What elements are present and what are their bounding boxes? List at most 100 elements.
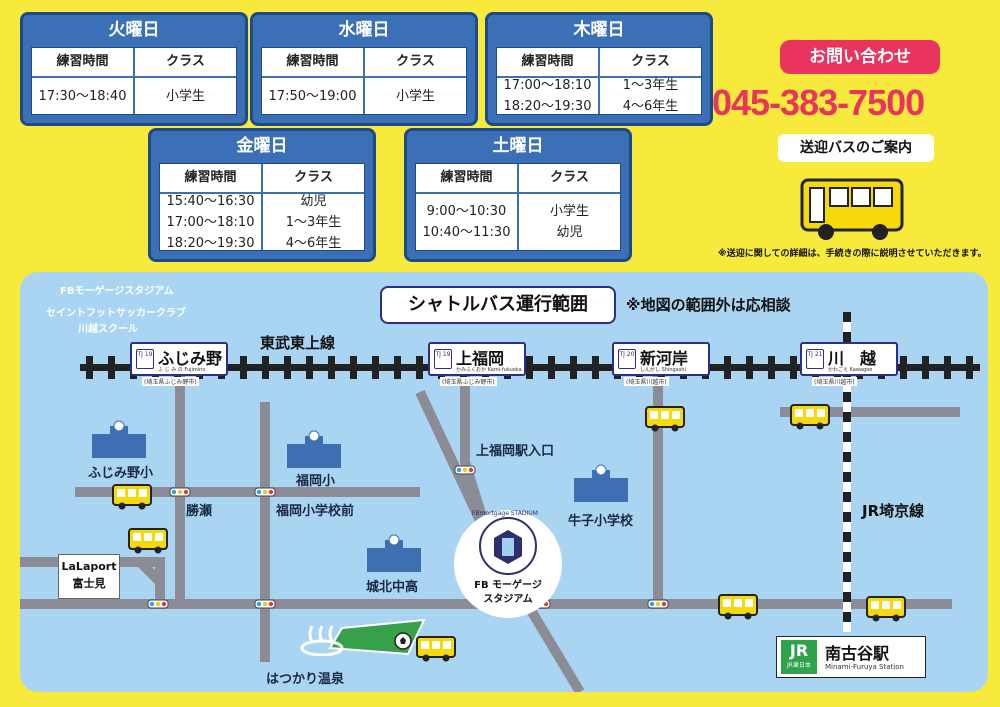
jr-logo-sub: JR東日本	[787, 662, 811, 669]
fukuoka-elem-label: 福岡小	[296, 474, 336, 489]
header-time: 練習時間	[416, 164, 519, 192]
bus-icon	[790, 404, 830, 430]
schedule-wednesday: 水曜日 練習時間 クラス 17:50～19:00 小学生	[250, 12, 478, 126]
johoku-label: 城北中高	[366, 580, 419, 595]
tobu-line-label: 東武東上線	[260, 334, 336, 352]
school-icon	[367, 534, 421, 572]
class-cell: 4～6年生	[285, 235, 342, 251]
time-cell: 18:20～19:30	[166, 235, 255, 251]
day-title: 金曜日	[236, 136, 288, 156]
schedule-friday: 金曜日 練習時間 クラス 15:40～16:30 17:00～18:10 18:20～…	[148, 128, 376, 262]
traffic-lights	[147, 465, 669, 609]
time-cell: 15:40～16:30	[166, 193, 255, 209]
map-roads	[20, 312, 980, 692]
bus-icon	[112, 484, 152, 510]
day-title: 木曜日	[573, 20, 625, 40]
hatsukari-label: はつかり温泉	[266, 672, 345, 687]
station-code: TJ 21	[806, 349, 824, 369]
time-cell: 17:50～19:00	[268, 88, 357, 104]
kamifukuoka-entrance-label: 上福岡駅入口	[476, 444, 555, 459]
station-place: (埼玉県ふじみ野市)	[440, 377, 497, 386]
station-kawagoe: TJ 21 川 越 かわごえ Kawagoe (埼玉県川越市)	[800, 342, 898, 386]
bus-icon	[416, 636, 456, 662]
station-reading: かわごえ Kawagoe	[828, 367, 873, 373]
station-code: TJ 19	[434, 349, 452, 369]
jr-logo-text: JR	[789, 641, 809, 660]
bus-guide-label: 送迎バスのご案内	[778, 134, 934, 162]
phone-number: 045-383-7500	[712, 82, 925, 123]
header-class: クラス	[550, 170, 589, 185]
lalaport-line2: 富士見	[72, 577, 106, 590]
station-place: (埼玉県川越市)	[812, 377, 857, 386]
lalaport-line1: LaLaport	[61, 560, 117, 573]
stadium-bubble: FBmortgage STADIUM FB モーゲージ スタジアム	[454, 510, 562, 618]
minamifuruya-en: Minami-Furuya Station	[825, 663, 904, 671]
org-line-3: 川越スクール	[78, 324, 138, 335]
schedule-saturday: 土曜日 練習時間 クラス 9:00～10:30 10:40～11:30 小学生幼児	[404, 128, 632, 262]
stadium-label-1: FB モーゲージ	[474, 580, 542, 591]
stadium-ring-text: FBmortgage STADIUM	[472, 510, 538, 517]
station-kamifukuoka: TJ 19 上福岡 かみふくおか Kami-fukuoka (埼玉県ふじみ野市)	[428, 342, 526, 386]
station-fujimino: TJ 19 ふじみ野 ふ じ み の Fujimino (埼玉県ふじみ野市)	[130, 342, 228, 386]
jr-line-label: JR埼京線	[862, 502, 925, 520]
station-code: TJ 19	[136, 349, 154, 369]
katsuse-label: 勝瀬	[186, 504, 213, 519]
soccer-ball-icon	[394, 632, 412, 650]
station-name: ふじみ野	[158, 349, 223, 368]
schedule-table: 練習時間 クラス 9:00～10:30 10:40～11:30 小学生幼児	[415, 163, 621, 251]
time-cell: 17:00～18:10	[166, 214, 255, 230]
header-time: 練習時間	[262, 48, 365, 76]
schedule-table: 練習時間 クラス 17:50～19:00 小学生	[261, 47, 467, 115]
org-line-1: FBモーゲージスタジアム	[60, 286, 174, 297]
class-cell: 1～3年生	[622, 78, 679, 93]
header-class: クラス	[631, 54, 670, 69]
jr-logo: JR JR東日本	[781, 640, 817, 674]
station-place: (埼玉県川越市)	[624, 377, 669, 386]
class-cell: 小学生	[549, 204, 589, 219]
day-title: 火曜日	[108, 20, 160, 40]
schedule-tuesday: 火曜日 練習時間クラス 17:30～18:40 小学生	[20, 12, 248, 126]
time-cell: 17:30～18:40	[38, 88, 127, 104]
station-minamifuruya: JR JR東日本 南古谷駅 Minami-Furuya Station	[776, 636, 926, 678]
day-title: 水曜日	[338, 20, 390, 40]
station-shingashi: TJ 20 新河岸 しんがし Shingashi (埼玉県川越市)	[612, 342, 710, 386]
time-cell: 10:40～11:30	[422, 225, 511, 240]
time-cell: 17:00～18:10	[503, 78, 592, 93]
header-time: 練習時間	[160, 164, 263, 192]
header-time: 練習時間	[32, 48, 135, 76]
schedule-table: 練習時間 クラス 15:40～16:30 17:00～18:10 18:20～19:3…	[159, 163, 365, 251]
header-class: クラス	[166, 54, 205, 69]
stadium-logo-icon	[479, 517, 537, 575]
school-icon	[287, 430, 341, 468]
station-reading: ふ じ み の Fujimino	[158, 367, 206, 373]
hot-spring-icon	[300, 625, 344, 656]
header-time: 練習時間	[497, 48, 600, 76]
time-cell: 18:20～19:30	[503, 99, 592, 114]
contact-badge: お問い合わせ	[780, 40, 940, 74]
class-cell: 1～3年生	[285, 214, 342, 230]
range-note: ※地図の範囲外は応相談	[626, 296, 791, 314]
bus-icon	[128, 528, 168, 554]
org-line-2: セイントフットサッカークラブ	[46, 308, 186, 319]
header-class: クラス	[396, 54, 435, 69]
stadium-label-2: スタジアム	[483, 594, 533, 605]
station-place: (埼玉県ふじみ野市)	[142, 377, 199, 386]
ushiko-elem-label: 牛子小学校	[568, 514, 634, 529]
class-cell: 4～6年生	[622, 99, 679, 114]
bus-icon	[645, 406, 685, 432]
schedule-table: 練習時間 クラス 17:00～18:10 18:20～19:30 1～3年生 4～6年…	[496, 47, 702, 115]
lalaport-box: LaLaport 富士見	[58, 554, 120, 599]
station-name: 川 越	[828, 349, 877, 368]
schedule-thursday: 木曜日 練習時間 クラス 17:00～18:10 18:20～19:30 1～3年生…	[485, 12, 713, 126]
bus-note: ※送迎に関しての詳細は、手続きの際に説明させていただきます。	[718, 249, 987, 259]
shuttle-range-title: シャトルバス運行範囲	[380, 286, 616, 324]
school-icon	[92, 420, 146, 458]
time-cell: 9:00～10:30	[426, 204, 507, 219]
schedule-table: 練習時間クラス 17:30～18:40 小学生	[31, 47, 237, 115]
station-reading: しんがし Shingashi	[640, 367, 686, 373]
day-title: 土曜日	[492, 136, 544, 156]
class-cell: 小学生	[395, 88, 435, 104]
header-class: クラス	[294, 170, 333, 185]
class-cell: 幼児	[556, 225, 583, 240]
station-name: 上福岡	[456, 349, 505, 368]
